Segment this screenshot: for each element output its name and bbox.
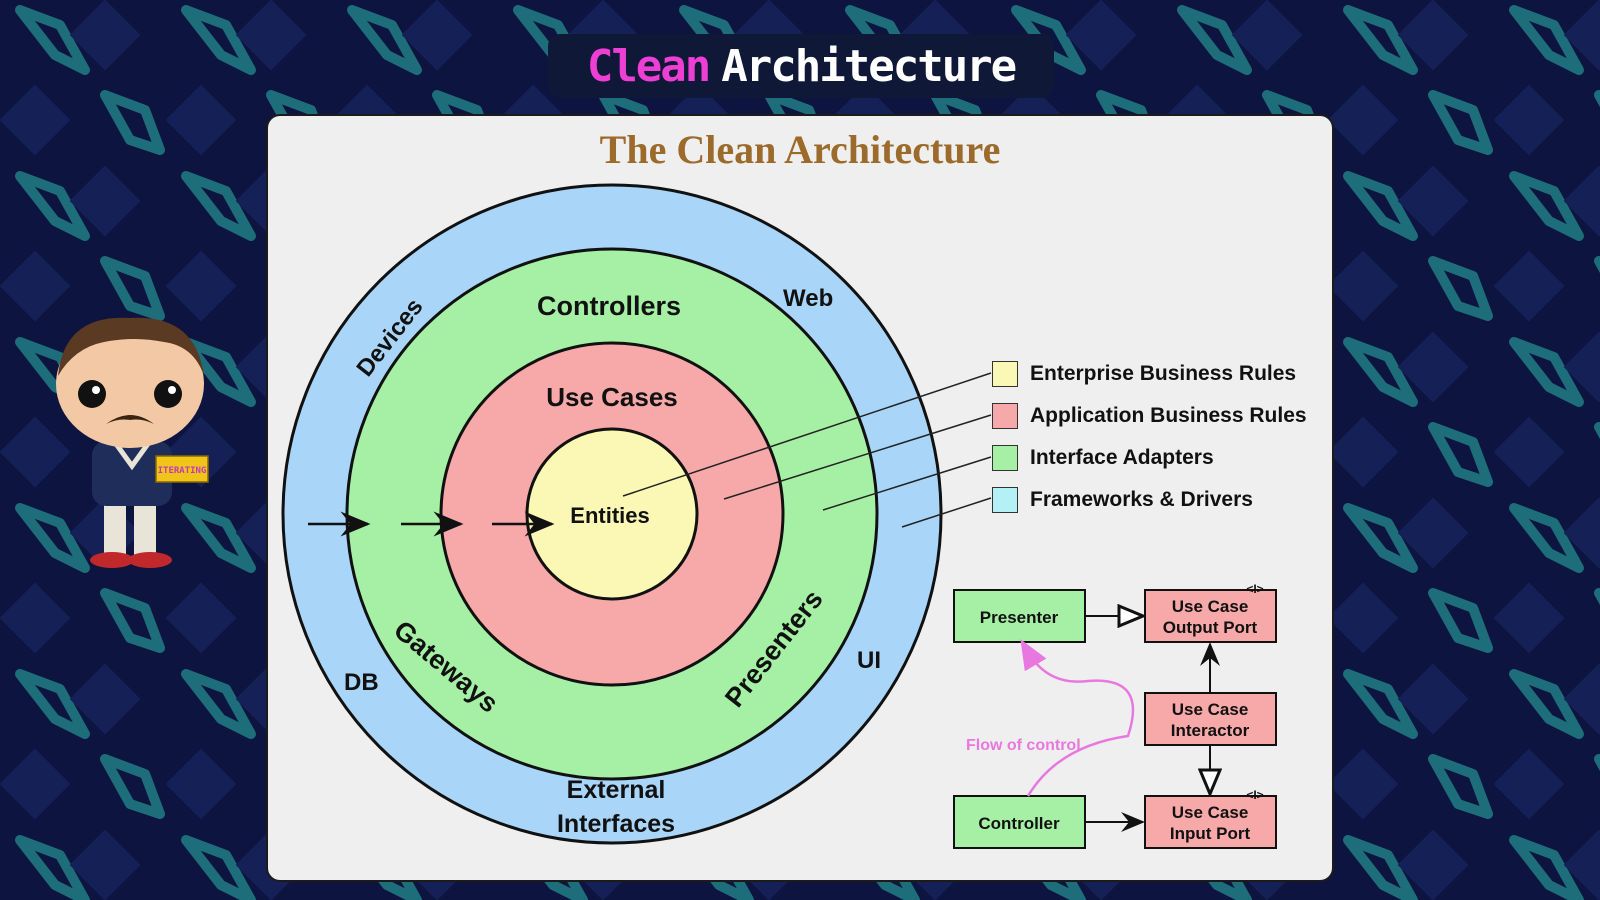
interactor-label-1: Use Case bbox=[1172, 700, 1249, 719]
label-web: Web bbox=[783, 285, 833, 312]
output-port-label-2: Output Port bbox=[1163, 618, 1258, 637]
legend-label: Application Business Rules bbox=[1030, 404, 1307, 427]
flow-of-control-label: Flow of control bbox=[966, 737, 1081, 754]
label-ui: UI bbox=[857, 647, 881, 674]
legend-swatch bbox=[992, 487, 1018, 513]
clean-architecture-diagram: Controllers Use Cases Entities Devices W… bbox=[281, 183, 1277, 849]
flow-of-control-curve bbox=[1020, 639, 1135, 797]
diagram-title: The Clean Architecture bbox=[599, 127, 1001, 172]
legend-swatch bbox=[992, 403, 1018, 429]
title-word-clean: Clean bbox=[586, 40, 711, 92]
legend-item: Application Business Rules bbox=[992, 395, 1307, 437]
label-entities: Entities bbox=[570, 503, 649, 528]
interactor-label-2: Interactor bbox=[1171, 721, 1250, 740]
label-external: External bbox=[567, 776, 666, 804]
legend: Enterprise Business Rules Application Bu… bbox=[992, 353, 1307, 521]
leader-line bbox=[822, 456, 992, 511]
interface-marker-icon: <I> bbox=[1246, 788, 1263, 802]
legend-label: Interface Adapters bbox=[1030, 446, 1214, 469]
legend-item: Enterprise Business Rules bbox=[992, 353, 1307, 395]
interactor-box bbox=[1144, 692, 1277, 746]
output-port-label-1: Use Case bbox=[1172, 597, 1249, 616]
diagram-card: The Clean Architecture Controllers Use C… bbox=[268, 116, 1332, 880]
label-controllers: Controllers bbox=[537, 291, 681, 321]
label-db: DB bbox=[344, 669, 379, 696]
leader-line bbox=[901, 497, 992, 528]
funko-figure-icon: ITERATING bbox=[56, 317, 209, 568]
legend-label: Frameworks & Drivers bbox=[1030, 488, 1253, 511]
legend-item: Frameworks & Drivers bbox=[992, 479, 1307, 521]
legend-swatch bbox=[992, 445, 1018, 471]
input-port-label-1: Use Case bbox=[1172, 803, 1249, 822]
input-port-box bbox=[1144, 795, 1277, 849]
label-use-cases: Use Cases bbox=[546, 382, 678, 412]
legend-swatch bbox=[992, 361, 1018, 387]
title-word-architecture: Architecture bbox=[721, 40, 1017, 92]
legend-item: Interface Adapters bbox=[992, 437, 1307, 479]
mascot-sign-text: ITERATING bbox=[158, 466, 207, 476]
label-interfaces: Interfaces bbox=[557, 810, 675, 838]
legend-label: Enterprise Business Rules bbox=[1030, 362, 1297, 385]
controller-label: Controller bbox=[978, 814, 1060, 833]
leader-line bbox=[622, 372, 992, 497]
input-port-label-2: Input Port bbox=[1170, 824, 1251, 843]
interface-marker-icon: <I> bbox=[1246, 582, 1263, 596]
presenter-label: Presenter bbox=[980, 608, 1059, 627]
slide-title: Clean Architecture bbox=[548, 34, 1054, 98]
leader-line bbox=[723, 414, 992, 500]
